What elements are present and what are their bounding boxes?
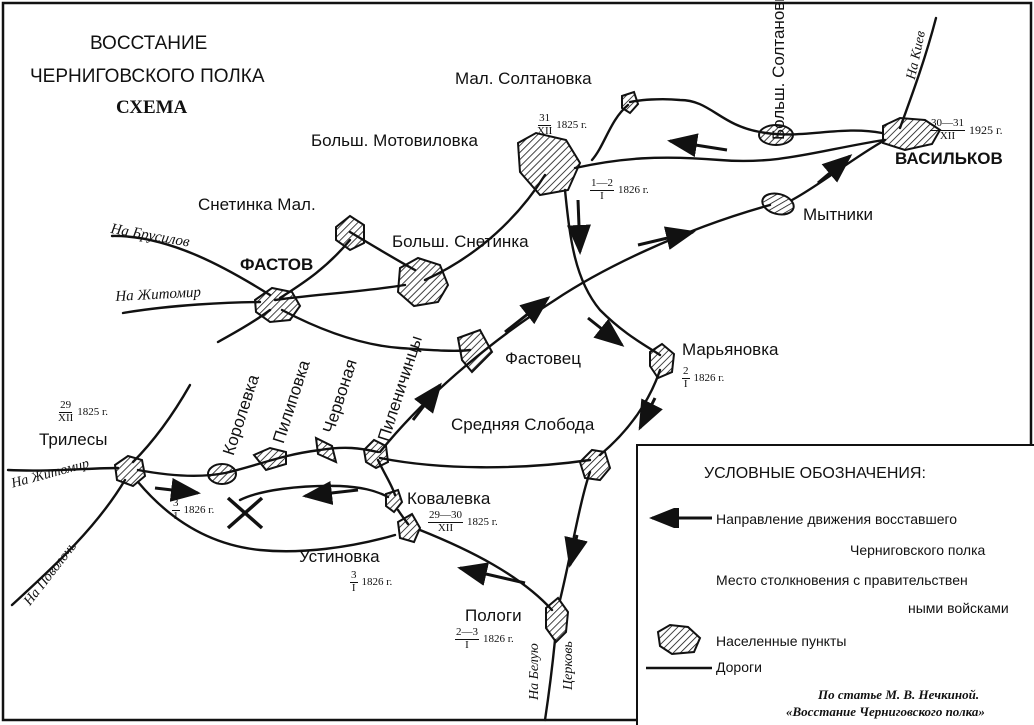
label-kovalevka: Ковалевка: [407, 489, 491, 508]
arrow-8: [154, 477, 201, 502]
settlement-maryanovka: [649, 342, 676, 380]
settlement-pologi: [545, 596, 570, 644]
road-vasilkov-soltanovka: [628, 97, 884, 136]
label-bolsh-soltanovka: Больш. Солтановка: [769, 0, 788, 140]
legend-road-line: [646, 666, 712, 670]
road-trilesy-north: [131, 383, 192, 464]
road-povoloch: [10, 478, 127, 607]
settlement-trilesy: [113, 454, 147, 488]
label-mytniki: Мытники: [803, 205, 873, 224]
settlement-bolsh-snetinka: [396, 256, 450, 308]
arrow-6: [457, 562, 526, 586]
source-line-1: По статье М. В. Нечкиной.: [818, 687, 980, 702]
road-pilenichintsy-sloboda: [378, 456, 592, 469]
settlement-snetinka-mal: [335, 214, 365, 252]
legend-direction-1: Направление движения восставшего: [716, 511, 958, 527]
settlement-bolsh-soltanovka: [758, 124, 794, 146]
legend-roads: Дороги: [716, 659, 762, 675]
label-pologi: Пологи: [465, 606, 522, 625]
settlement-korolevka: [207, 463, 237, 485]
road-vasilkov-motovilovka: [573, 138, 886, 170]
legend-title: УСЛОВНЫЕ ОБОЗНАЧЕНИЯ:: [704, 465, 926, 482]
arrow-4: [638, 397, 663, 431]
label-bolsh-motovilovka: Больш. Мотовиловка: [311, 131, 478, 150]
movement-arrows: [154, 133, 853, 586]
road-trilesy-south: [136, 480, 397, 553]
legend-clash-1: Место столкновения с правительствен: [716, 572, 968, 588]
arrow-12: [817, 154, 853, 185]
settlement-mytniki: [761, 192, 795, 216]
legend-settlements: Населенные пункты: [716, 633, 847, 649]
arrow-1: [667, 133, 728, 158]
settlement-chervonaya: [314, 436, 338, 464]
road-zhitomir-fastov: [121, 300, 262, 315]
road-brusilov: [110, 234, 272, 297]
legend-clash-2: ными войсками: [908, 600, 1009, 616]
settlement-pilipovka: [252, 446, 287, 472]
title-line-3: СХЕМА: [116, 97, 188, 118]
label-maryanovka: Марьяновка: [682, 340, 779, 359]
label-trilesy: Трилесы: [39, 430, 108, 449]
settlement-fastovets: [456, 328, 494, 374]
road-label-belaya-2: Церковь: [561, 641, 576, 690]
road-motovilovka-snetinka: [423, 173, 547, 282]
settlement-pilenichintsy: [362, 438, 390, 470]
legend-settlement-icon: [656, 623, 702, 656]
arrow-3: [587, 316, 625, 347]
label-snetinka-mal: Снетинка Мал.: [198, 195, 316, 214]
settlement-kovalevka: [385, 488, 404, 514]
title-line-1: ВОССТАНИЕ: [90, 33, 208, 54]
label-fastov: ФАСТОВ: [240, 255, 314, 274]
settlements: [113, 90, 942, 644]
road-trilesy-main: [136, 446, 380, 478]
battle-marker-map: [226, 496, 264, 530]
arrow-5: [564, 534, 588, 568]
settlement-motovilovka: [516, 131, 582, 197]
road-maryanovka-sloboda: [598, 368, 662, 457]
road-sloboda-pologi: [558, 470, 592, 602]
arrow-10: [504, 296, 551, 334]
title-line-2: ЧЕРНИГОВСКОГО ПОЛКА: [30, 66, 265, 87]
settlement-vasilkov: [882, 116, 942, 152]
source-line-2: «Восстание Черниговского полка»: [786, 704, 985, 719]
label-vasilkov: ВАСИЛЬКОВ: [895, 149, 1003, 168]
arrow-9: [411, 382, 442, 421]
road-motovilovka-mal-soltanovka: [590, 103, 630, 162]
road-belaya-tserkov: [543, 638, 557, 722]
settlement-mal-soltanovka: [621, 90, 640, 115]
label-ustinovka: Устиновка: [299, 547, 380, 566]
legend-direction-2: Черниговского полка: [850, 542, 986, 558]
label-fastovets: Фастовец: [505, 349, 581, 368]
arrow-7: [302, 481, 359, 505]
settlement-ustinovka: [396, 512, 422, 544]
legend-panel: УСЛОВНЫЕ ОБОЗНАЧЕНИЯ: Направление движен…: [636, 444, 1034, 725]
label-srednyaya-sloboda: Средняя Слобода: [451, 415, 595, 434]
settlement-fastov: [253, 286, 302, 324]
arrow-11: [637, 226, 696, 250]
legend-arrow: [649, 508, 712, 528]
settlement-sloboda: [578, 448, 612, 482]
label-bolsh-snetinka: Больш. Снетинка: [392, 232, 529, 251]
label-mal-soltanovka: Мал. Солтановка: [455, 69, 592, 88]
road-loop-upper: [238, 484, 390, 502]
road-ustinovka-pologi: [418, 528, 554, 612]
road-fastov-fastovets: [280, 308, 472, 353]
road-label-belaya-1: На Белую: [527, 643, 542, 700]
road-zhitomir-trilesy: [6, 466, 120, 472]
arrow-2: [566, 199, 591, 255]
